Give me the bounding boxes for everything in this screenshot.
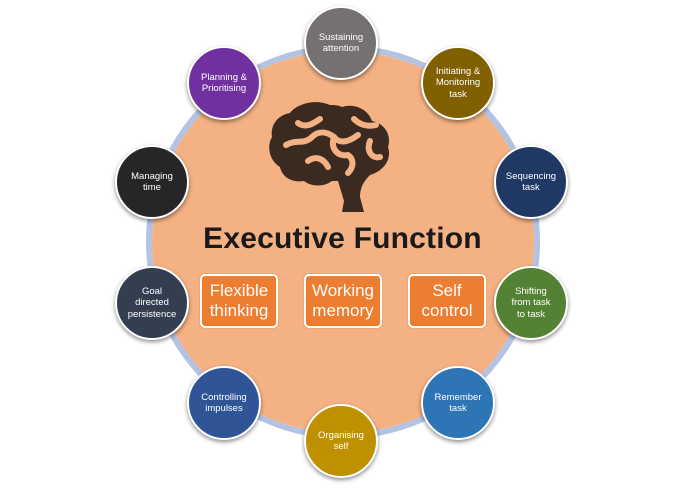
brain-icon	[269, 102, 390, 212]
node-sustaining-attention: Sustaining attention	[304, 6, 378, 80]
node-shifting-from-task-to-task: Shifting from task to task	[494, 266, 568, 340]
working-memory-box: Working memory	[304, 274, 382, 328]
node-remember-task: Remember task	[421, 366, 495, 440]
node-organising-self: Organising self	[304, 404, 378, 478]
diagram-title: Executive Function	[203, 222, 482, 255]
node-controlling-impulses: Controlling impulses	[187, 366, 261, 440]
node-sequencing-task: Sequencing task	[494, 145, 568, 219]
node-goal-directed-persistence: Goal directed persistence	[115, 266, 189, 340]
flexible-thinking-box: Flexible thinking	[200, 274, 278, 328]
self-control-box: Self control	[408, 274, 486, 328]
node-initiating-monitoring-task: Initiating & Monitoring task	[421, 46, 495, 120]
node-planning-prioritising: Planning & Prioritising	[187, 46, 261, 120]
node-managing-time: Managing time	[115, 145, 189, 219]
